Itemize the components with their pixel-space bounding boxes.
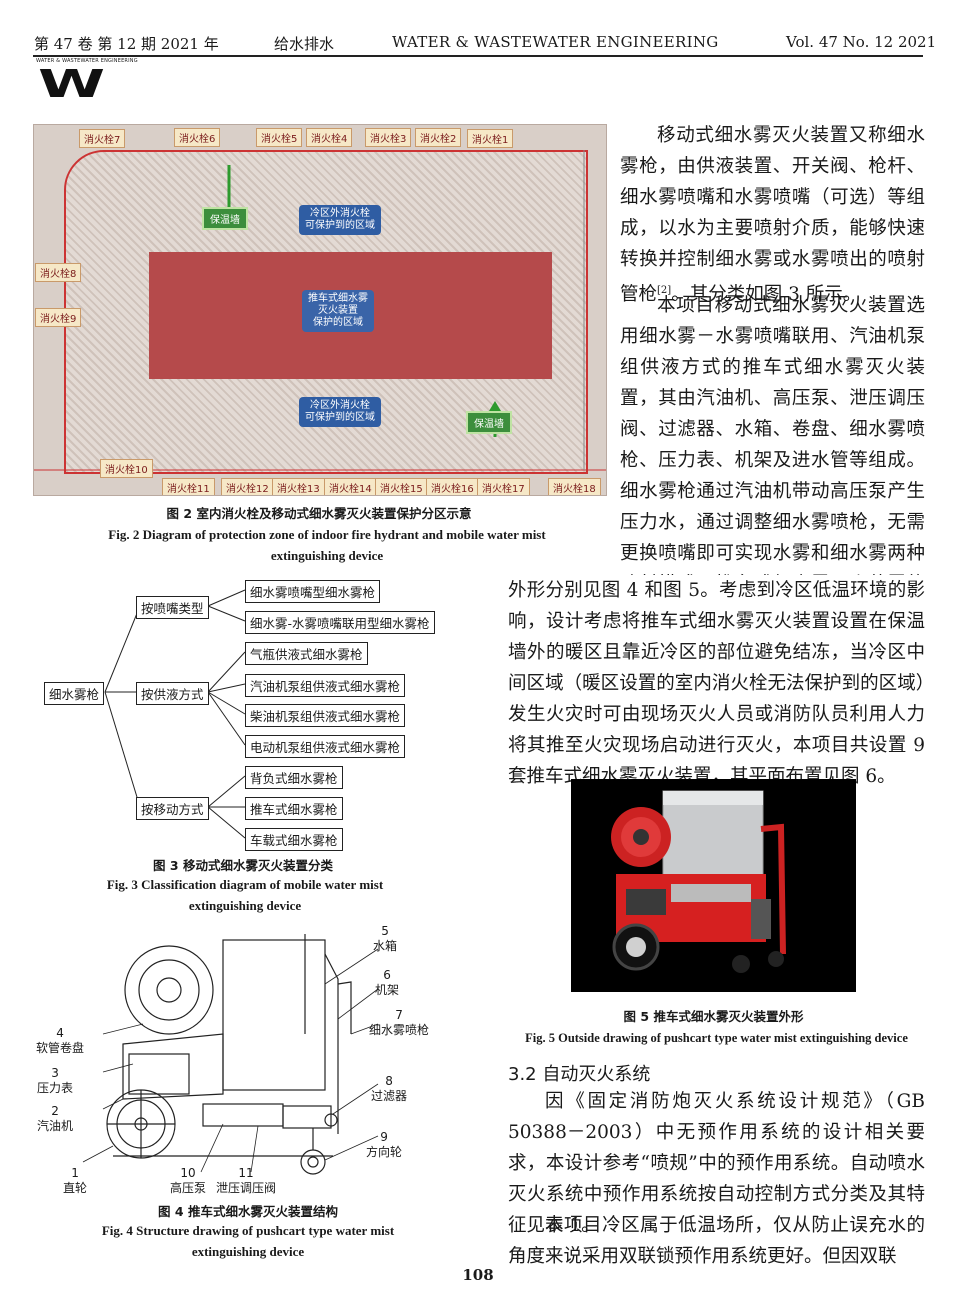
paragraph-4-text: 本项目冷区属于低温场所，仅从防止误充水的角度来说采用双联锁预作用系统更好。但因双… bbox=[508, 1215, 925, 1267]
volume-issue: 第 47 卷 第 12 期 2021 年 bbox=[34, 35, 219, 53]
citation: [2] bbox=[657, 285, 672, 296]
tree-leaf: 背负式细水雾枪 bbox=[245, 766, 343, 789]
hydrant-tag: 消火栓3 bbox=[365, 128, 412, 147]
cart-zone-label: 推车式细水雾 灭火装置 保护的区域 bbox=[302, 290, 374, 332]
hydrant-tag: 消火栓13 bbox=[272, 478, 325, 495]
paragraph-2b-text: 外形分别见图 4 和图 5。考虑到冷区低温环境的影响，设计考虑将推车式细水雾灭火… bbox=[508, 580, 925, 787]
tree-leaf: 车载式细水雾枪 bbox=[245, 828, 343, 851]
hydrant-tag: 消火栓5 bbox=[256, 128, 303, 147]
tree-leaf: 汽油机泵组供液式细水雾枪 bbox=[245, 674, 406, 697]
logo-tagline: WATER & WASTEWATER ENGINEERING bbox=[36, 58, 138, 64]
hydrant-tag: 消火栓12 bbox=[221, 478, 274, 495]
paragraph-4: 本项目冷区属于低温场所，仅从防止误充水的角度来说采用双联锁预作用系统更好。但因双… bbox=[508, 1210, 925, 1272]
tree-leaf: 气瓶供液式细水雾枪 bbox=[245, 642, 368, 665]
page-number: 108 bbox=[462, 1266, 494, 1284]
hydrant-tag: 消火栓18 bbox=[548, 478, 601, 495]
figure-3-classification: 细水雾枪 按喷嘴类型 按供液方式 按移动方式 细水雾喷嘴型细水雾枪 细水雾-水雾… bbox=[40, 574, 460, 856]
pushcart-photo bbox=[571, 779, 856, 992]
hydrant-tag: 消火栓4 bbox=[306, 128, 353, 147]
tree-connectors bbox=[104, 589, 246, 839]
journal-name-en: WATER & WASTEWATER ENGINEERING bbox=[392, 33, 719, 51]
hydrant-tag: 消火栓8 bbox=[35, 263, 82, 282]
figure-2-caption-cn: 图 2 室内消火栓及移动式细水雾灭火装置保护分区示意 bbox=[166, 506, 472, 521]
figure-5-caption-cn: 图 5 推车式细水雾灭火装置外形 bbox=[623, 1009, 804, 1024]
hydrant-tag: 消火栓6 bbox=[174, 128, 221, 147]
section-heading: 3.2 自动灭火系统 bbox=[508, 1064, 651, 1085]
hydrant-tag: 消火栓14 bbox=[324, 478, 377, 495]
figure-2-caption-en: Fig. 2 Diagram of protection zone of ind… bbox=[108, 527, 546, 563]
journal-logo: WATER & WASTEWATER ENGINEERING W bbox=[36, 58, 138, 106]
paragraph-2b: 外形分别见图 4 和图 5。考虑到冷区低温环境的影响，设计考虑将推车式细水雾灭火… bbox=[508, 575, 925, 792]
hydrant-tag: 消火栓11 bbox=[162, 478, 215, 495]
paragraph-3-text: 因《固定消防炮灭火系统设计规范》（GB 50388－2003）中无预作用系统的设… bbox=[508, 1091, 925, 1236]
outside-hydrant-zone-label-2: 冷区外消火栓 可保护到的区域 bbox=[299, 397, 381, 427]
hydrant-tag: 消火栓16 bbox=[426, 478, 479, 495]
insulation-wall-label-2: 保温墙 bbox=[466, 411, 512, 434]
hydrant-tag: 消火栓9 bbox=[35, 308, 82, 327]
paragraph-2a: 本项目移动式细水雾灭火装置选用细水雾－水雾喷嘴联用、汽油机泵组供液方式的推车式细… bbox=[620, 290, 925, 575]
journal-name-cn: 给水排水 bbox=[274, 35, 335, 53]
figure-5-photo bbox=[571, 779, 856, 992]
hydrant-tag: 消火栓7 bbox=[79, 129, 126, 148]
paragraph-1-text: 移动式细水雾灭火装置又称细水雾枪，由供液装置、开关阀、枪杆、细水雾喷嘴和水雾喷嘴… bbox=[620, 125, 925, 306]
volume-issue-en: Vol. 47 No. 12 2021 bbox=[786, 33, 937, 51]
outside-hydrant-zone-label-1: 冷区外消火栓 可保护到的区域 bbox=[299, 205, 381, 235]
paragraph-1-end: 。其分类如图 3 所示。 bbox=[671, 284, 862, 306]
logo-mark: W bbox=[38, 62, 105, 106]
tree-leaf: 电动机泵组供液式细水雾枪 bbox=[245, 735, 406, 758]
figure-2-plan: 保温墙 保温墙 冷区外消火栓 可保护到的区域 冷区外消火栓 可保护到的区域 推车… bbox=[33, 124, 607, 496]
paragraph-1: 移动式细水雾灭火装置又称细水雾枪，由供液装置、开关阀、枪杆、细水雾喷嘴和水雾喷嘴… bbox=[620, 120, 925, 310]
tree-leaf: 细水雾-水雾喷嘴联用型细水雾枪 bbox=[245, 611, 435, 634]
hydrant-tag: 消火栓10 bbox=[100, 459, 153, 478]
figure-5-caption-en: Fig. 5 Outside drawing of pushcart type … bbox=[525, 1031, 908, 1045]
tree-branch: 按供液方式 bbox=[136, 682, 209, 705]
header-rule bbox=[33, 55, 923, 57]
insulation-wall-label-1: 保温墙 bbox=[202, 207, 248, 230]
hydrant-tag: 消火栓17 bbox=[477, 478, 530, 495]
paragraph-2a-text: 本项目移动式细水雾灭火装置选用细水雾－水雾喷嘴联用、汽油机泵组供液方式的推车式细… bbox=[620, 295, 925, 575]
hydrant-tag: 消火栓2 bbox=[415, 128, 462, 147]
tree-branch: 按移动方式 bbox=[136, 797, 209, 820]
hydrant-tag: 消火栓15 bbox=[375, 478, 428, 495]
hydrant-tag: 消火栓1 bbox=[467, 129, 514, 148]
figure-4-caption-cn: 图 4 推车式细水雾灭火装置结构 bbox=[158, 1204, 338, 1219]
structure-drawing bbox=[82, 934, 379, 1175]
tree-branch: 按喷嘴类型 bbox=[136, 596, 209, 619]
tree-leaf: 柴油机泵组供液式细水雾枪 bbox=[245, 704, 406, 727]
paragraph-3: 因《固定消防炮灭火系统设计规范》（GB 50388－2003）中无预作用系统的设… bbox=[508, 1086, 925, 1241]
figure-3-caption-cn: 图 3 移动式细水雾灭火装置分类 bbox=[153, 858, 333, 873]
figure-4-caption-en: Fig. 4 Structure drawing of pushcart typ… bbox=[101, 1223, 395, 1259]
figure-3-caption-en: Fig. 3 Classification diagram of mobile … bbox=[106, 877, 384, 913]
tree-root: 细水雾枪 bbox=[44, 682, 105, 705]
tree-leaf: 细水雾喷嘴型细水雾枪 bbox=[245, 580, 381, 603]
tree-leaf: 推车式细水雾枪 bbox=[245, 797, 343, 820]
